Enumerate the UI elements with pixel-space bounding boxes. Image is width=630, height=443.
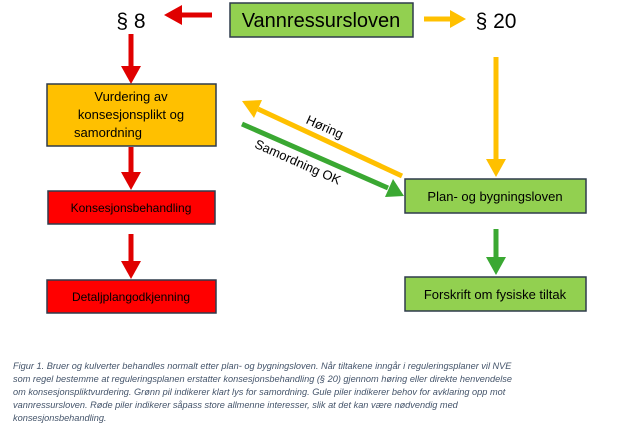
arrow-vannressursloven-to-paragraph-20 <box>424 10 466 28</box>
forskrift-label: Forskrift om fysiske tiltak <box>424 287 567 302</box>
arrow-paragraph-20-to-plan-og-bygningsloven <box>486 57 506 177</box>
box-vurdering: Vurdering av konsesjonsplikt og samordni… <box>46 83 217 147</box>
konsesjonsbehandling-label: Konsesjonsbehandling <box>71 201 192 215</box>
vannressursloven-label: Vannressursloven <box>242 10 401 32</box>
box-detaljplangodkjenning: Detaljplangodkjenning <box>46 279 217 314</box>
arrow-vannressursloven-to-paragraph-8 <box>164 5 212 25</box>
figure-caption: Figur 1. Bruer og kulverter behandles no… <box>13 361 512 423</box>
paragraph-8-label: § 8 <box>116 10 145 33</box>
arrow-konsesjonsbehandling-to-detaljplangodkjenning <box>121 234 141 279</box>
box-plan-og-bygningsloven: Plan- og bygningsloven <box>404 178 587 214</box>
box-forskrift: Forskrift om fysiske tiltak <box>404 276 587 312</box>
horing-label: Høring <box>304 112 346 142</box>
arrow-paragraph-8-to-vurdering <box>121 34 141 84</box>
vurdering-line-2: konsesjonsplikt og <box>78 107 184 122</box>
plan-og-bygningsloven-label: Plan- og bygningsloven <box>427 189 562 204</box>
paragraph-20-label: § 20 <box>476 10 517 33</box>
arrow-plan-og-bygningsloven-to-forskrift <box>486 229 506 275</box>
detaljplangodkjenning-label: Detaljplangodkjenning <box>72 290 190 304</box>
arrow-samordning-ok <box>240 121 404 197</box>
arrow-horing <box>242 100 404 179</box>
vurdering-line-1: Vurdering av <box>94 89 168 104</box>
box-konsesjonsbehandling: Konsesjonsbehandling <box>47 190 216 225</box>
vurdering-line-3: samordning <box>74 125 142 140</box>
arrow-vurdering-to-konsesjonsbehandling <box>121 147 141 190</box>
box-vannressursloven: Vannressursloven <box>229 2 414 38</box>
